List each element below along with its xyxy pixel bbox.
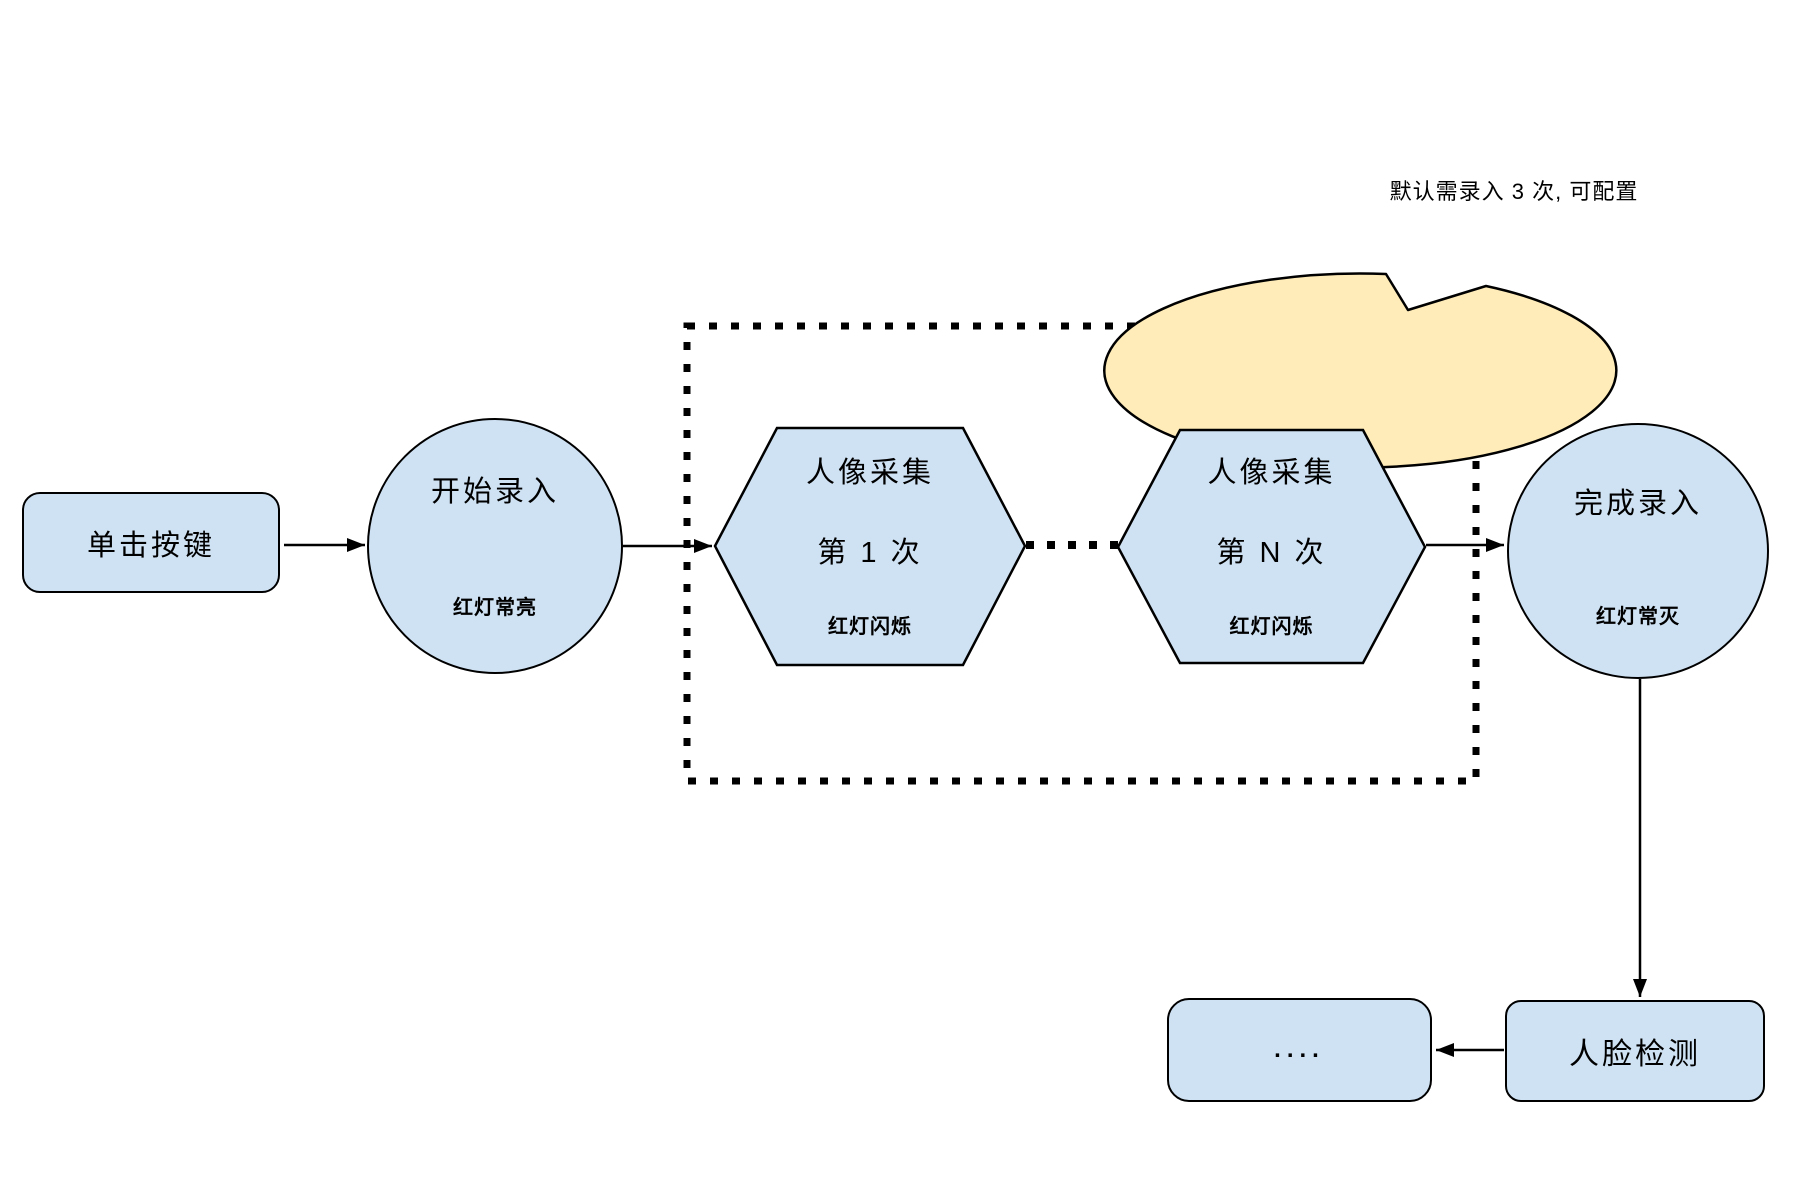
node-capture-nth-status: 红灯闪烁 xyxy=(1229,616,1314,638)
note-bubble-label: 默认需录入 3 次, 可配置 xyxy=(1389,179,1639,204)
node-click-button-label: 单击按键 xyxy=(86,529,215,562)
node-more[interactable]: .... xyxy=(1167,998,1432,1102)
node-click-button[interactable]: 单击按键 xyxy=(22,492,280,593)
node-capture-nth[interactable]: 人像采集 第 N 次 红灯闪烁 xyxy=(1116,428,1427,665)
node-capture-first[interactable]: 人像采集 第 1 次 红灯闪烁 xyxy=(713,426,1027,667)
hexagon-shape xyxy=(713,426,1027,667)
node-capture-first-status: 红灯闪烁 xyxy=(828,616,912,638)
node-start-status: 红灯常亮 xyxy=(453,597,537,619)
node-finish-status: 红灯常灭 xyxy=(1596,606,1680,628)
node-face-detect-label: 人脸检测 xyxy=(1569,1038,1701,1071)
node-start-title: 开始录入 xyxy=(430,476,559,508)
node-face-detect[interactable]: 人脸检测 xyxy=(1505,1000,1765,1102)
capture-loop-dotted-border xyxy=(683,322,1480,785)
node-more-label: .... xyxy=(1274,1036,1325,1063)
node-capture-nth-line1: 人像采集 xyxy=(1207,457,1336,489)
hexagon-outline xyxy=(713,426,1027,667)
hexagon-shape xyxy=(1116,428,1427,665)
node-capture-first-line1: 人像采集 xyxy=(805,457,934,489)
node-capture-nth-line2: 第 N 次 xyxy=(1216,537,1327,569)
node-finish-title: 完成录入 xyxy=(1573,488,1702,520)
node-finish-enroll[interactable]: 完成录入 红灯常灭 xyxy=(1507,423,1769,679)
hexagon-outline xyxy=(1116,428,1427,665)
note-bubble[interactable]: 默认需录入 3 次, 可配置 xyxy=(1258,93,1770,287)
node-capture-first-line2: 第 1 次 xyxy=(817,537,923,569)
node-start-enroll[interactable]: 开始录入 红灯常亮 xyxy=(367,418,623,674)
